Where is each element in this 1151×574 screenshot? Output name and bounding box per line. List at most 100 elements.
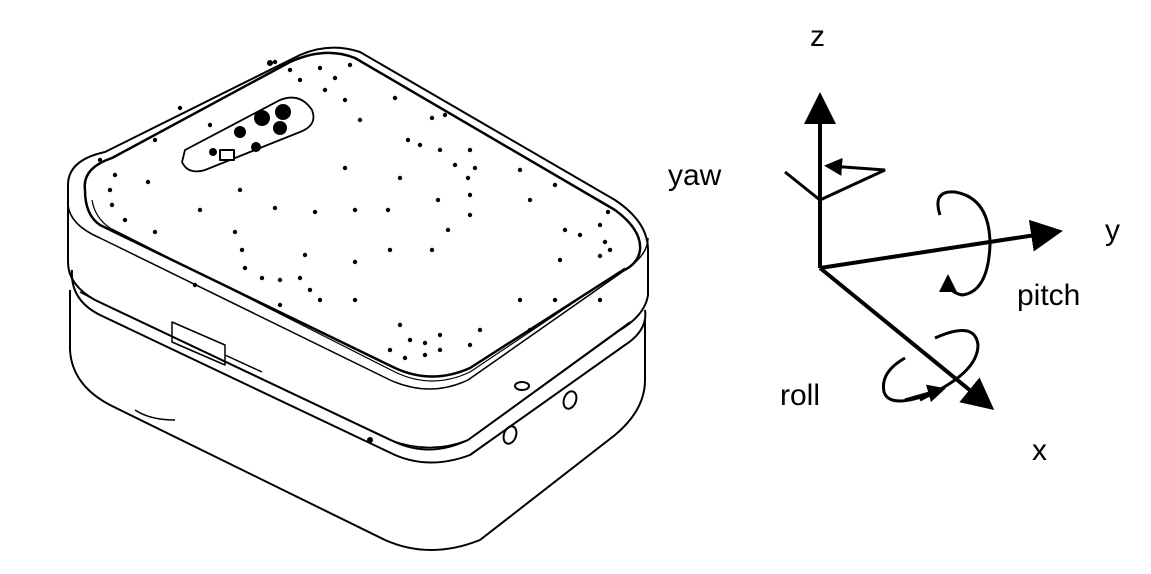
mounting-hole [517,167,523,173]
robot-base-screw [367,437,373,443]
mounting-hole [302,252,308,258]
mounting-hole [177,105,183,111]
mounting-hole [552,297,558,303]
mounting-hole [357,117,363,123]
robot-deck-outer [67,46,649,451]
robot-panel-knob-1 [254,110,270,126]
mounting-hole [562,227,568,233]
mounting-hole [577,232,583,238]
mounting-hole [597,222,603,228]
mounting-hole [397,175,403,181]
robot-base-inner-line [79,291,631,449]
mounting-hole [347,62,353,68]
robot-panel-knob-4 [234,126,246,138]
mounting-hole [107,187,113,193]
mounting-hole [387,247,393,253]
mounting-hole [352,259,358,265]
mounting-hole [605,209,611,215]
mounting-hole [239,247,245,253]
mounting-hole [445,227,451,233]
robot-wheel-skirt [134,409,176,421]
mounting-hole [317,297,323,303]
mounting-hole [112,172,118,178]
mounting-hole [122,217,128,223]
mounting-hole [387,347,393,353]
mounting-hole [197,207,203,213]
robot-port-1 [502,425,518,445]
mounting-hole [467,192,473,198]
pitch-rotation-indicator [936,190,992,297]
robot-panel-knob-3 [273,121,287,135]
mounting-hole [332,75,338,81]
axis-diagram [784,92,1063,411]
mounting-hole [452,162,458,168]
robot-deck-band [67,204,649,390]
mounting-hole [477,327,483,333]
mounting-hole [312,209,318,215]
mounting-hole [232,229,238,235]
robot-top-plate-edge [91,199,626,382]
mounting-hole [207,122,213,128]
robot-port-2 [562,390,578,410]
robot-mounting-holes [97,59,613,361]
mounting-hole [527,327,533,333]
mounting-hole [437,332,443,338]
robot-panel-switch [219,149,235,161]
mounting-hole [322,87,328,93]
mounting-hole [422,340,428,346]
mounting-hole [272,59,278,65]
mounting-hole [152,137,158,143]
roll-label: roll [780,379,820,412]
mounting-hole [392,95,398,101]
robot-base-rim [70,269,647,464]
mounting-hole [435,197,441,203]
robot-panel-led [251,142,261,152]
mounting-hole [97,157,103,163]
roll-arrowhead [904,384,946,402]
mounting-hole [297,275,303,281]
mounting-hole [407,337,413,343]
mounting-hole [442,112,448,118]
mounting-hole [277,302,283,308]
mounting-hole [342,165,348,171]
robot-panel-knob-2 [275,104,291,120]
robot-port-3 [514,381,530,391]
robot-base-outline [69,290,646,551]
mounting-hole [307,287,313,293]
robot-panel-led-2 [209,148,217,156]
mounting-hole [352,297,358,303]
y-axis [819,219,1063,270]
mounting-hole [437,147,443,153]
mounting-hole [385,207,391,213]
mounting-hole [422,352,428,358]
mounting-hole [352,207,358,213]
robot-base-screw-2 [267,60,273,66]
mounting-hole [429,115,435,121]
roll-rotation-indicator [881,329,980,403]
robot-control-panel [181,96,315,173]
mounting-hole [429,247,435,253]
mounting-hole [597,297,603,303]
mounting-hole [417,142,423,148]
robot-illustration [67,46,649,551]
mounting-hole [152,229,158,235]
mounting-hole [405,137,411,143]
mounting-hole [552,182,558,188]
x-axis [818,266,995,411]
mounting-hole [272,205,278,211]
z-axis-label: z [810,20,825,53]
mounting-hole [472,165,478,171]
robot-side-slot [171,321,226,366]
mounting-hole [277,277,283,283]
mounting-hole [242,265,248,271]
y-axis-label: y [1105,214,1120,247]
mounting-hole [287,67,293,73]
mounting-hole [467,212,473,218]
mounting-hole [237,187,243,193]
mounting-hole [402,355,408,361]
mounting-hole [192,282,198,288]
pitch-label: pitch [1017,279,1080,312]
mounting-hole [517,297,523,303]
mounting-hole [467,147,473,153]
